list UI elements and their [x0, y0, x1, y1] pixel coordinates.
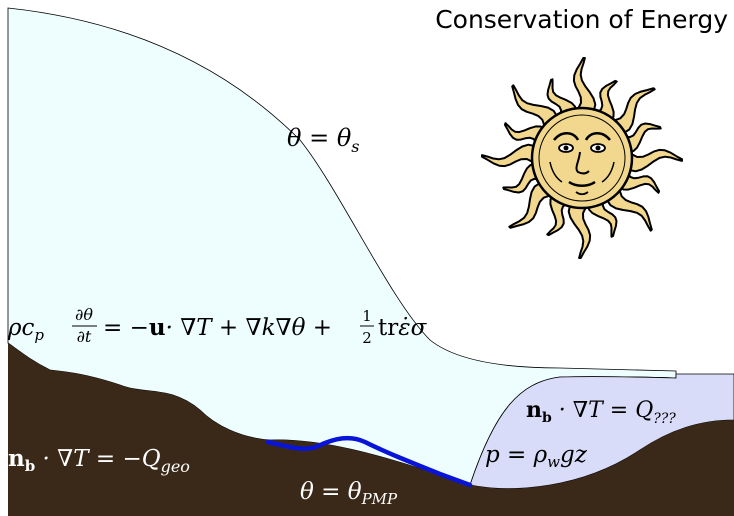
geothermal-flux-label: nb · ∇T = −Qgeo [8, 445, 190, 476]
surface-bc-label: θ = θs [287, 124, 359, 156]
sun-ray [589, 79, 618, 123]
sun-nose [575, 151, 590, 175]
sun-face [530, 106, 634, 210]
energy-eq-terms: · ∇T + ∇k∇θ + [166, 315, 332, 341]
sun-ray [567, 200, 592, 259]
sun-left-cheek [549, 161, 563, 183]
geo-flux-normal: n [8, 445, 25, 472]
energy-eq-equals-minus: = − [103, 315, 149, 341]
bedrock [8, 343, 734, 516]
pressure-rhs: gz [560, 442, 588, 468]
sun-left-pupil [563, 145, 569, 151]
surface-bc-sub: s [351, 137, 359, 156]
ocean-flux-mid: · ∇T = Q [552, 398, 653, 423]
sun-ray [572, 57, 597, 116]
sun-left-brow [553, 132, 580, 141]
ocean-flux-normal: n [526, 397, 542, 423]
sun-mouth [568, 180, 596, 187]
pmp-basal-line [265, 435, 473, 488]
sun-right-brow [584, 132, 611, 141]
ocean-flux-normal-sub: b [542, 410, 552, 426]
page-title: Conservation of Energy [435, 5, 728, 34]
sun-face-inner [538, 114, 626, 202]
energy-eq-half-num: 1 [362, 307, 372, 325]
pressure-sub: w [547, 453, 560, 471]
pmp-sub: PMP [361, 490, 398, 508]
ocean-flux-label: nb · ∇T = Q??? [526, 397, 676, 427]
sun-ray [617, 165, 661, 194]
surface-bc-main: θ = θ [287, 124, 352, 152]
pressure-lhs: p = ρ [485, 442, 548, 468]
energy-eq-trace: trε̇σ [378, 315, 428, 341]
energy-eq-rhs: = −u· ∇T + ∇k∇θ + [103, 314, 332, 341]
energy-eq-strain-stress: ε̇σ [398, 315, 427, 341]
energy-eq-tr: tr [378, 315, 398, 341]
energy-eq-half-den: 2 [362, 329, 372, 347]
sun-face-icon [481, 57, 683, 259]
energy-eq-velocity: u [149, 314, 166, 341]
geo-flux-normal-sub: b [25, 457, 36, 475]
geo-flux-sub: geo [161, 457, 190, 476]
pmp-bc-label: θ = θPMP [300, 479, 398, 508]
sun-ray [624, 148, 683, 173]
sun-chin [575, 191, 589, 196]
sun-right-pupil [595, 145, 601, 151]
energy-eq-rho-c: ρc [7, 315, 35, 341]
sun-right-cheek [601, 161, 615, 183]
energy-eq-cp-sub: p [34, 326, 44, 344]
pressure-bc-label: p = ρwgz [485, 442, 588, 471]
sun-ray [546, 193, 575, 237]
energy-eq-lhs: ρcp [7, 315, 44, 344]
ocean-flux-sub: ??? [653, 411, 676, 427]
pmp-lhs: θ = θ [300, 479, 362, 505]
sun-ray [481, 143, 540, 168]
energy-equation: ρcp ∂θ ∂t = −u· ∇T + ∇k∇θ + 1 2 trε̇σ [7, 305, 428, 347]
energy-eq-frac-num: ∂θ [75, 305, 93, 324]
energy-eq-frac-den: ∂t [77, 327, 92, 346]
geo-flux-mid: · ∇T = −Q [35, 446, 160, 472]
sun-ray [503, 122, 547, 151]
